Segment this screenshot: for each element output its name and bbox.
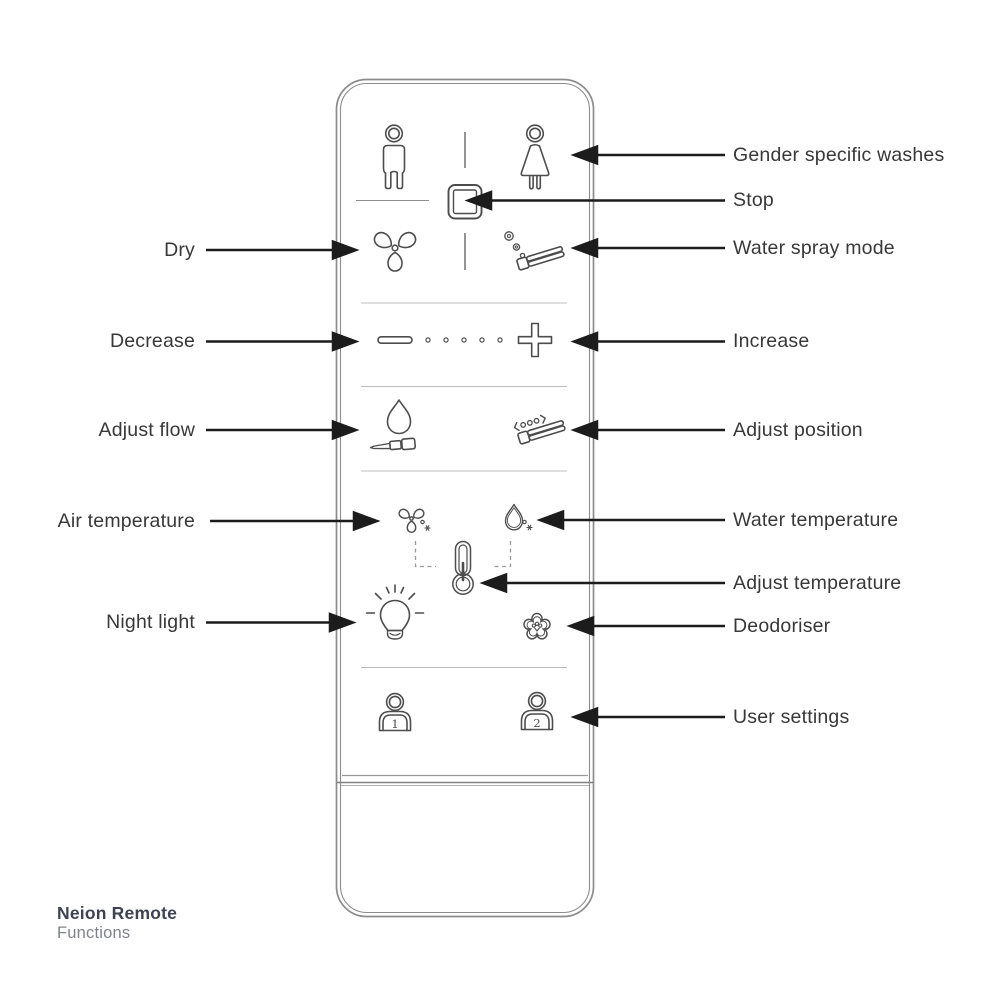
user-1-number: 1	[391, 717, 398, 731]
label-adjust-temperature: Adjust temperature	[733, 572, 902, 594]
label-water-temperature: Water temperature	[733, 509, 899, 531]
decrease-icon	[377, 335, 413, 344]
arrow-water-temperature	[536, 509, 725, 531]
label-dry: Dry	[164, 239, 195, 261]
label-user-settings: User settings	[733, 706, 850, 728]
adjust-flow-icon	[369, 399, 417, 451]
increase-icon	[517, 322, 553, 358]
arrow-air-temperature	[210, 510, 381, 532]
arrow-gender-specific-washes	[570, 144, 725, 166]
user-1-icon: 1	[378, 692, 412, 732]
female-wash-icon	[520, 124, 550, 190]
male-wash-icon	[382, 124, 406, 190]
label-water-spray-mode: Water spray mode	[733, 237, 895, 259]
button-dividers	[356, 132, 466, 270]
user-2-icon: 2	[520, 691, 554, 731]
label-night-light: Night light	[106, 611, 195, 633]
adjust-position-icon	[513, 414, 566, 445]
arrow-water-spray-mode	[570, 237, 725, 259]
user-2-number: 2	[533, 716, 540, 730]
arrow-user-settings	[570, 706, 725, 728]
arrow-adjust-flow	[206, 419, 360, 441]
arrow-night-light	[206, 612, 357, 633]
temperature-link-dashes	[414, 541, 512, 568]
label-adjust-flow: Adjust flow	[98, 419, 195, 441]
arrow-increase	[570, 331, 725, 352]
arrow-adjust-temperature	[479, 572, 725, 594]
arrow-stop	[464, 190, 725, 211]
night-light-icon	[365, 584, 425, 640]
intensity-dots-icon	[425, 337, 503, 343]
dry-icon	[370, 229, 420, 272]
product-title: Neion Remote	[57, 903, 178, 923]
adjust-temperature-icon	[452, 540, 474, 595]
remote-body	[335, 78, 595, 918]
label-gender-specific-washes: Gender specific washes	[733, 144, 945, 166]
arrow-adjust-position	[570, 419, 725, 441]
arrow-decrease	[206, 331, 360, 352]
product-subtitle: Functions	[57, 924, 131, 942]
label-increase: Increase	[733, 330, 810, 352]
air-temperature-icon	[396, 506, 431, 534]
label-deodoriser: Deodoriser	[733, 615, 831, 637]
label-air-temperature: Air temperature	[57, 510, 195, 532]
label-stop: Stop	[733, 189, 774, 211]
deodoriser-icon	[523, 612, 551, 640]
water-temperature-icon	[504, 503, 533, 531]
label-decrease: Decrease	[109, 330, 195, 352]
arrow-deodoriser	[566, 615, 725, 637]
panel-separators	[361, 302, 567, 669]
label-adjust-position: Adjust position	[733, 419, 863, 441]
arrow-dry	[206, 239, 360, 261]
water-spray-mode-icon	[504, 231, 566, 272]
